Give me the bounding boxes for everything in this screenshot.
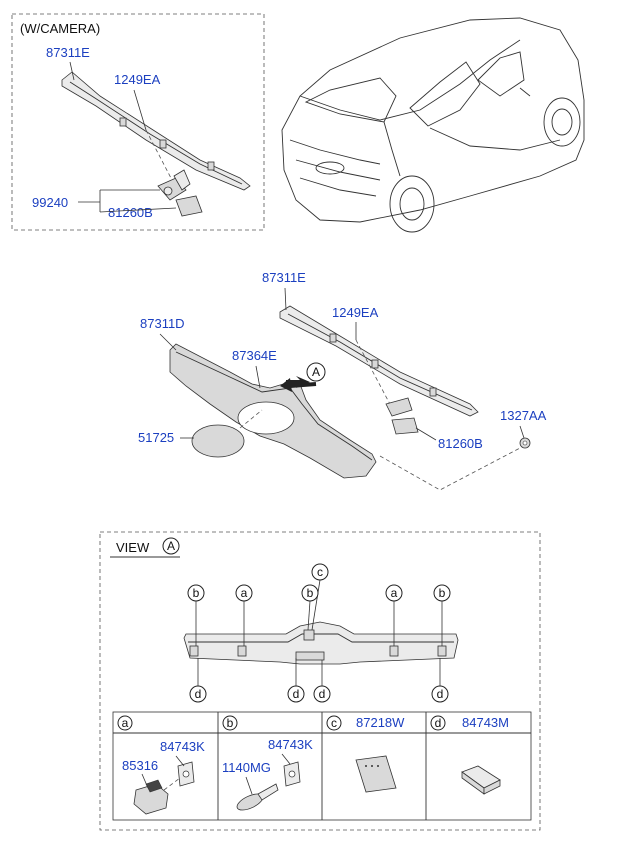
nut-1327AA [519,437,531,449]
label-87311E-camera: 87311E [46,45,90,60]
tailgate-garnish-87311D [169,343,377,479]
legend-c-circle [326,715,342,731]
view-bottom-markers: d d d d [189,658,449,703]
legend-d-part: 84743M [462,715,509,730]
marker-bottom-3: d [319,687,326,701]
clip-84743K-a [177,761,195,787]
garnish-bracket-main [279,305,479,417]
legend-table [112,711,532,821]
bracket-85316 [133,779,169,815]
marker-top-5: a [391,586,398,600]
camera-bracket-81260B [175,195,203,217]
camera-bracket-main [385,397,419,435]
view-title: VIEW [116,540,150,555]
marker-bottom-4: d [437,687,444,701]
view-box-frame [99,531,541,831]
marker-top-3: c [317,565,323,579]
screw-1140MG [236,783,279,811]
marker-top-2: a [241,586,248,600]
view-garnish-backside [183,621,459,665]
view-arrow [280,376,317,392]
view-marker-letter: A [312,365,320,379]
marker-bottom-1: d [195,687,202,701]
view-top-markers: b a c b a b [187,563,451,646]
label-1327AA: 1327AA [500,408,547,423]
label-81260B-camera: 81260B [108,205,153,220]
label-51725: 51725 [138,430,174,445]
camera-box-frame [11,13,265,231]
legend-d-key: d [435,716,442,730]
view-title-marker: A [167,539,175,553]
label-81260B-main: 81260B [438,436,483,451]
label-99240: 99240 [32,195,68,210]
legend-a-part-1: 84743K [160,739,205,754]
legend-a-key: a [122,716,129,730]
label-1249EA-camera: 1249EA [114,72,161,87]
camera-box-title: (W/CAMERA) [20,21,100,36]
legend-b-key: b [227,716,234,730]
marker-bottom-2: d [293,687,300,701]
legend-c-key: c [331,716,337,730]
camera-99240 [157,169,191,201]
legend-a-circle [117,715,133,731]
pad-87218W [355,755,397,793]
label-87364E: 87364E [232,348,277,363]
legend-b-circle [222,715,238,731]
legend-a-part-2: 85316 [122,758,158,773]
view-title-marker-circle [162,537,180,555]
view-marker-circle [306,362,326,382]
label-87311D: 87311D [140,316,185,331]
clip-84743K-b [283,761,301,787]
marker-top-6: b [439,586,446,600]
marker-top-4: b [307,586,314,600]
legend-b-part-2: 1140MG [222,760,271,775]
legend-c-part: 87218W [356,715,405,730]
garnish-bracket-camera [61,71,251,191]
pad-84743M [461,765,501,795]
vehicle-illustration [281,17,585,233]
emblem-51725 [191,424,245,458]
legend-d-circle [430,715,446,731]
legend-b-part-1: 84743K [268,737,313,752]
label-1249EA-main: 1249EA [332,305,379,320]
marker-top-1: b [193,586,200,600]
label-87311E-main: 87311E [262,270,306,285]
